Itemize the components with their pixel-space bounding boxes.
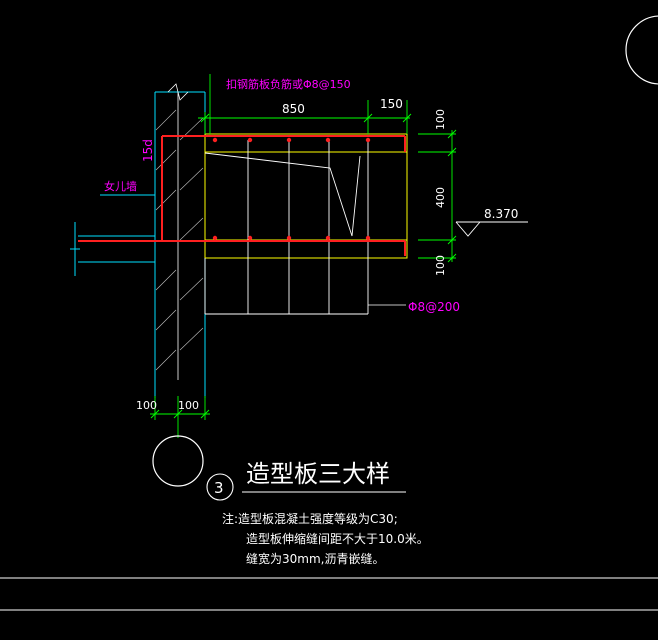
dim-top-right: 150 [380,97,403,111]
anchor-length-label: 15d [141,139,155,162]
top-rebar-note: 扣钢筋板负筋或Φ8@150 [226,77,351,91]
stirrup-note: Φ8@200 [408,300,460,314]
note-line-2: 造型板伸缩缝间距不大于10.0米。 [246,531,429,546]
bottom-dimension [150,396,210,438]
right-dimension [418,129,457,263]
elevation-label: 8.370 [484,207,518,221]
dim-right-top: 100 [434,109,447,130]
dim-bottom-left: 100 [136,399,157,412]
rebars [78,135,406,256]
top-dimension [198,74,412,134]
note-line-1: 注:造型板混凝土强度等级为C30; [222,511,398,526]
dim-bottom-right: 100 [178,399,199,412]
decorative-panel [204,133,408,315]
corner-circle [625,15,658,85]
roof-slab [70,222,155,276]
dim-right-bottom: 100 [434,255,447,276]
dim-right-mid: 400 [434,187,447,208]
elevation-marker [455,221,528,237]
dim-top-span: 850 [282,102,305,116]
note-line-3: 缝宽为30mm,沥青嵌缝。 [246,551,384,566]
parapet-label: 女儿墙 [104,179,137,193]
drawing-title: 造型板三大样 [246,460,390,488]
detail-number: 3 [214,479,224,497]
detail-symbol [152,435,406,501]
